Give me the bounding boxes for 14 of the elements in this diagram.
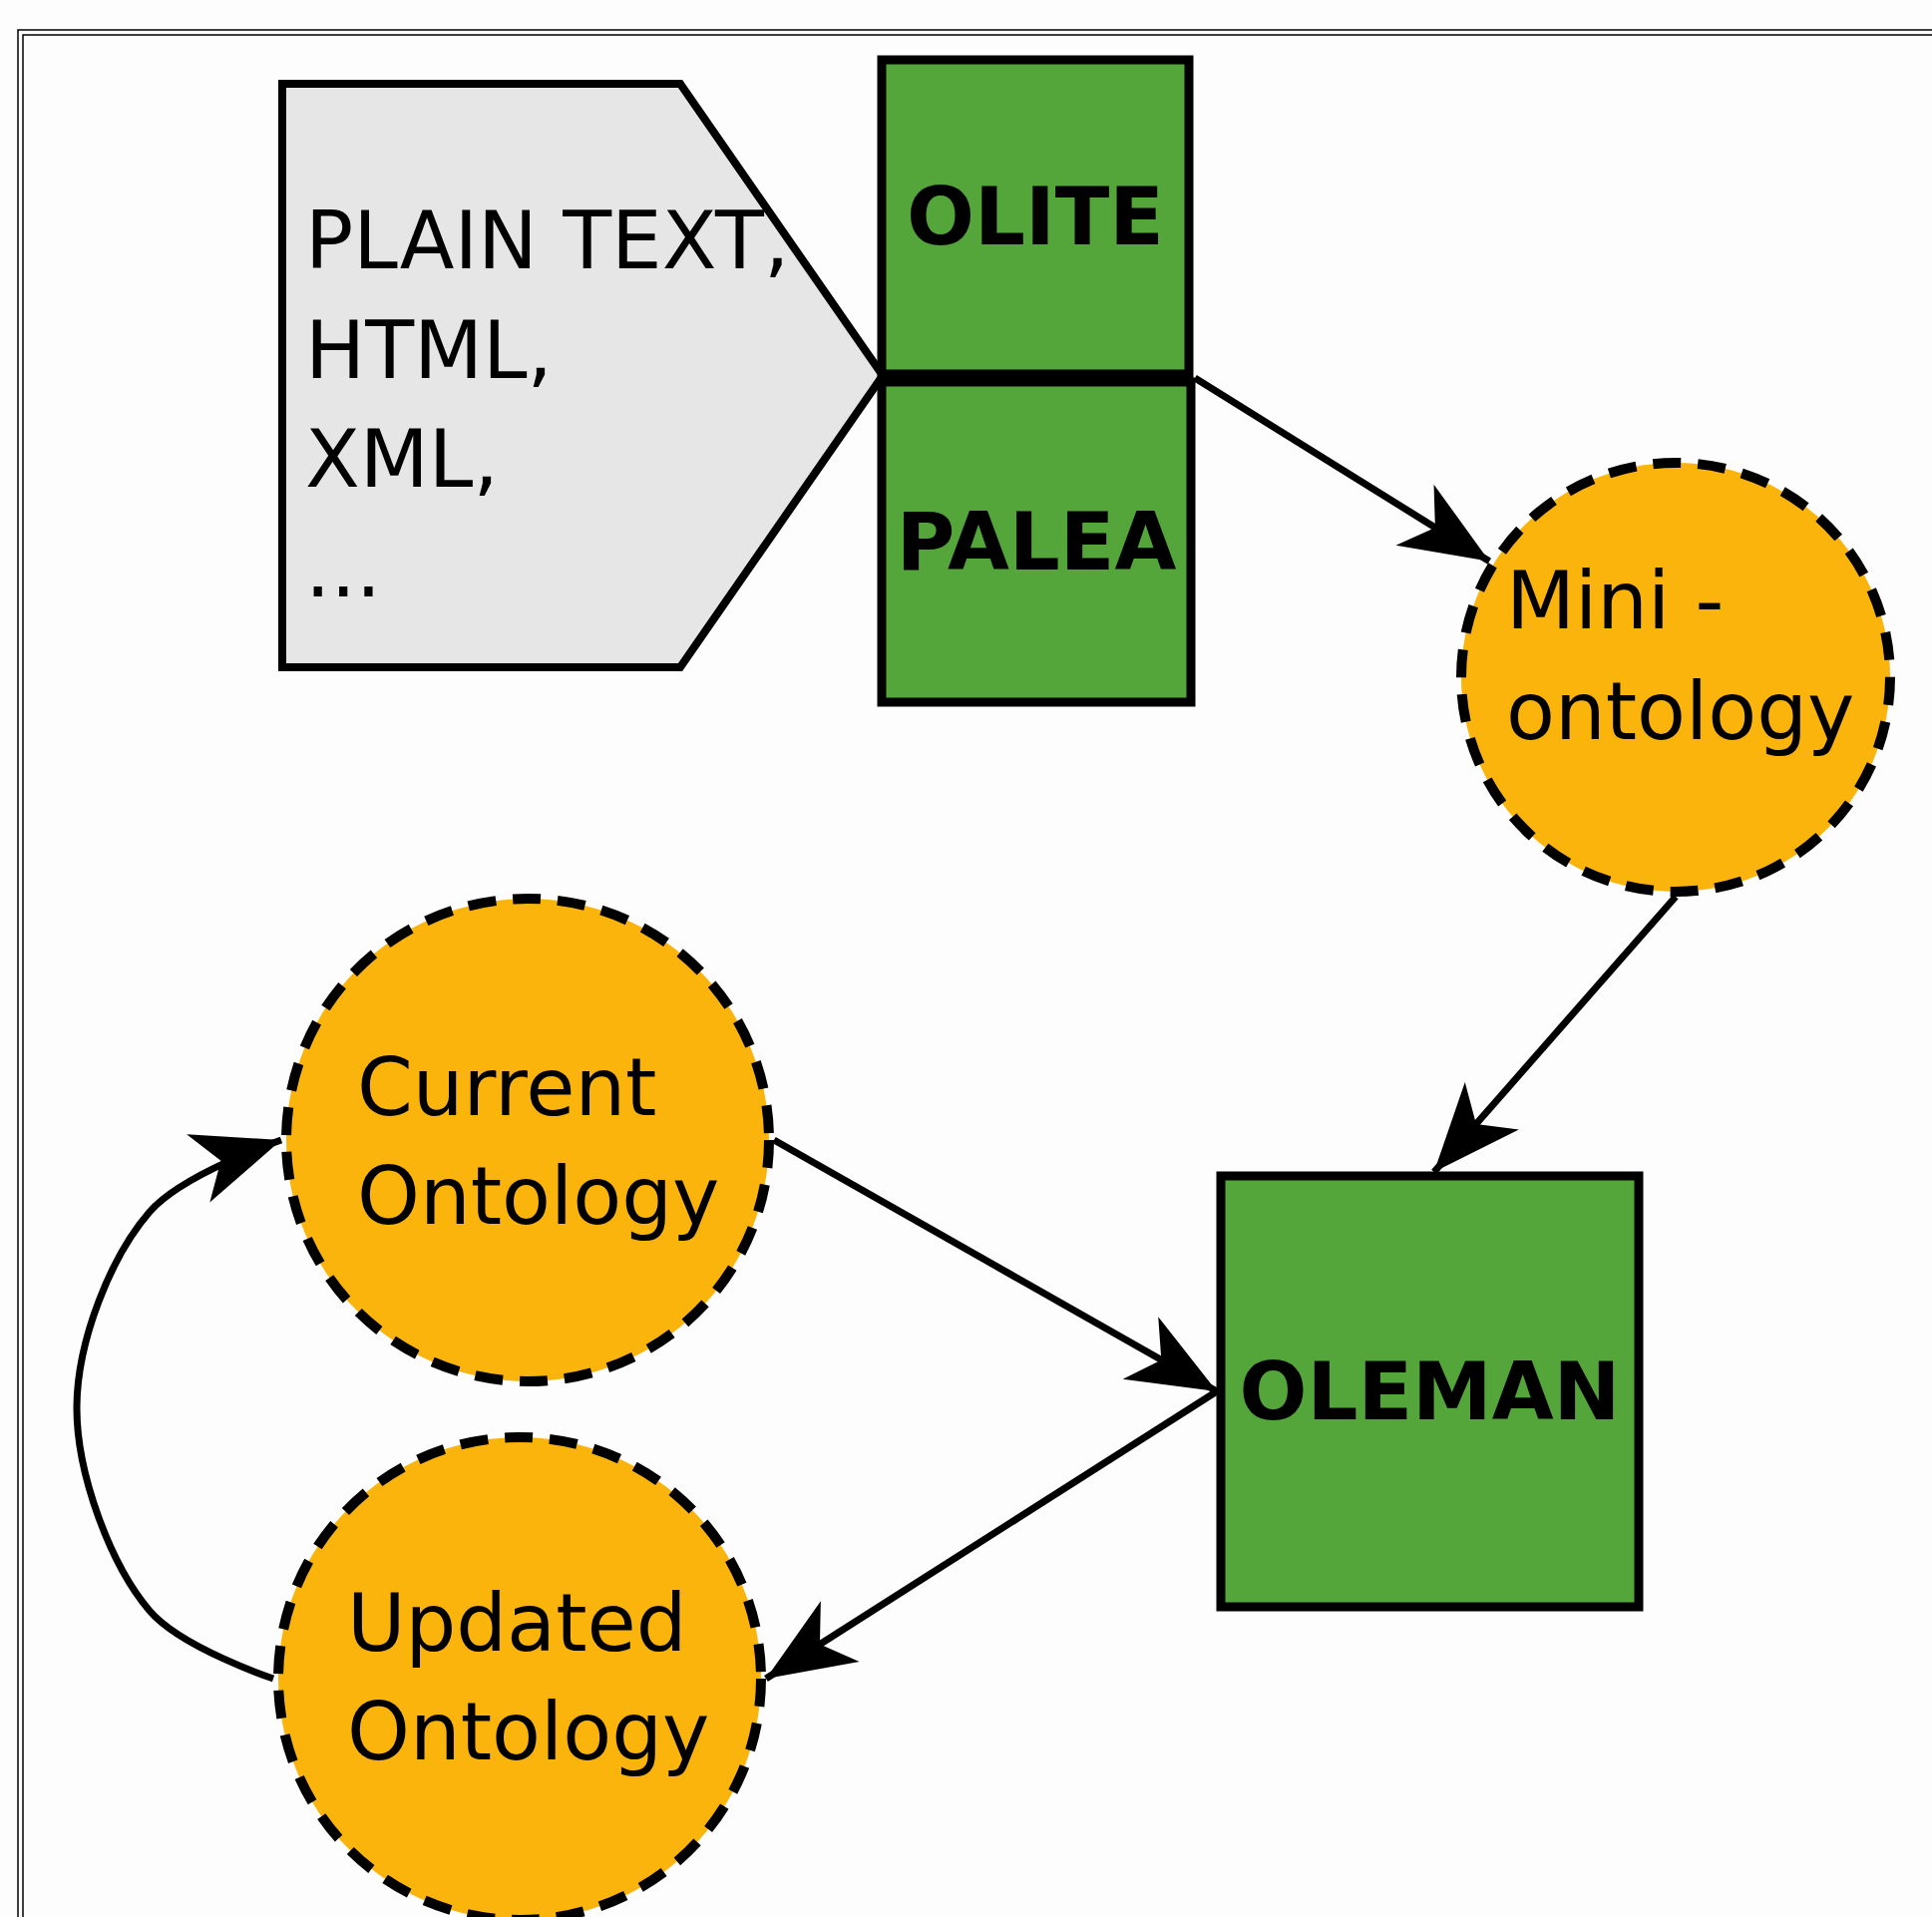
circle-label: Current Ontology: [357, 1040, 721, 1245]
arrow: [73, 1135, 283, 1683]
format-label: PLAIN TEXT,: [305, 193, 790, 289]
circle-label: Updated Ontology: [347, 1576, 711, 1780]
box-label: OLITE: [907, 170, 1164, 264]
format-label: ...: [305, 521, 382, 617]
arrow: [1431, 894, 1679, 1175]
arrow: [764, 1388, 1219, 1682]
arrow: [1193, 375, 1492, 565]
circle-label: Mini - ontology: [1506, 554, 1856, 760]
format-label: HTML,: [305, 302, 554, 399]
format-label: XML,: [305, 412, 499, 508]
box-label: OLEMAN: [1239, 1343, 1621, 1439]
box-label: PALEA: [896, 495, 1177, 589]
